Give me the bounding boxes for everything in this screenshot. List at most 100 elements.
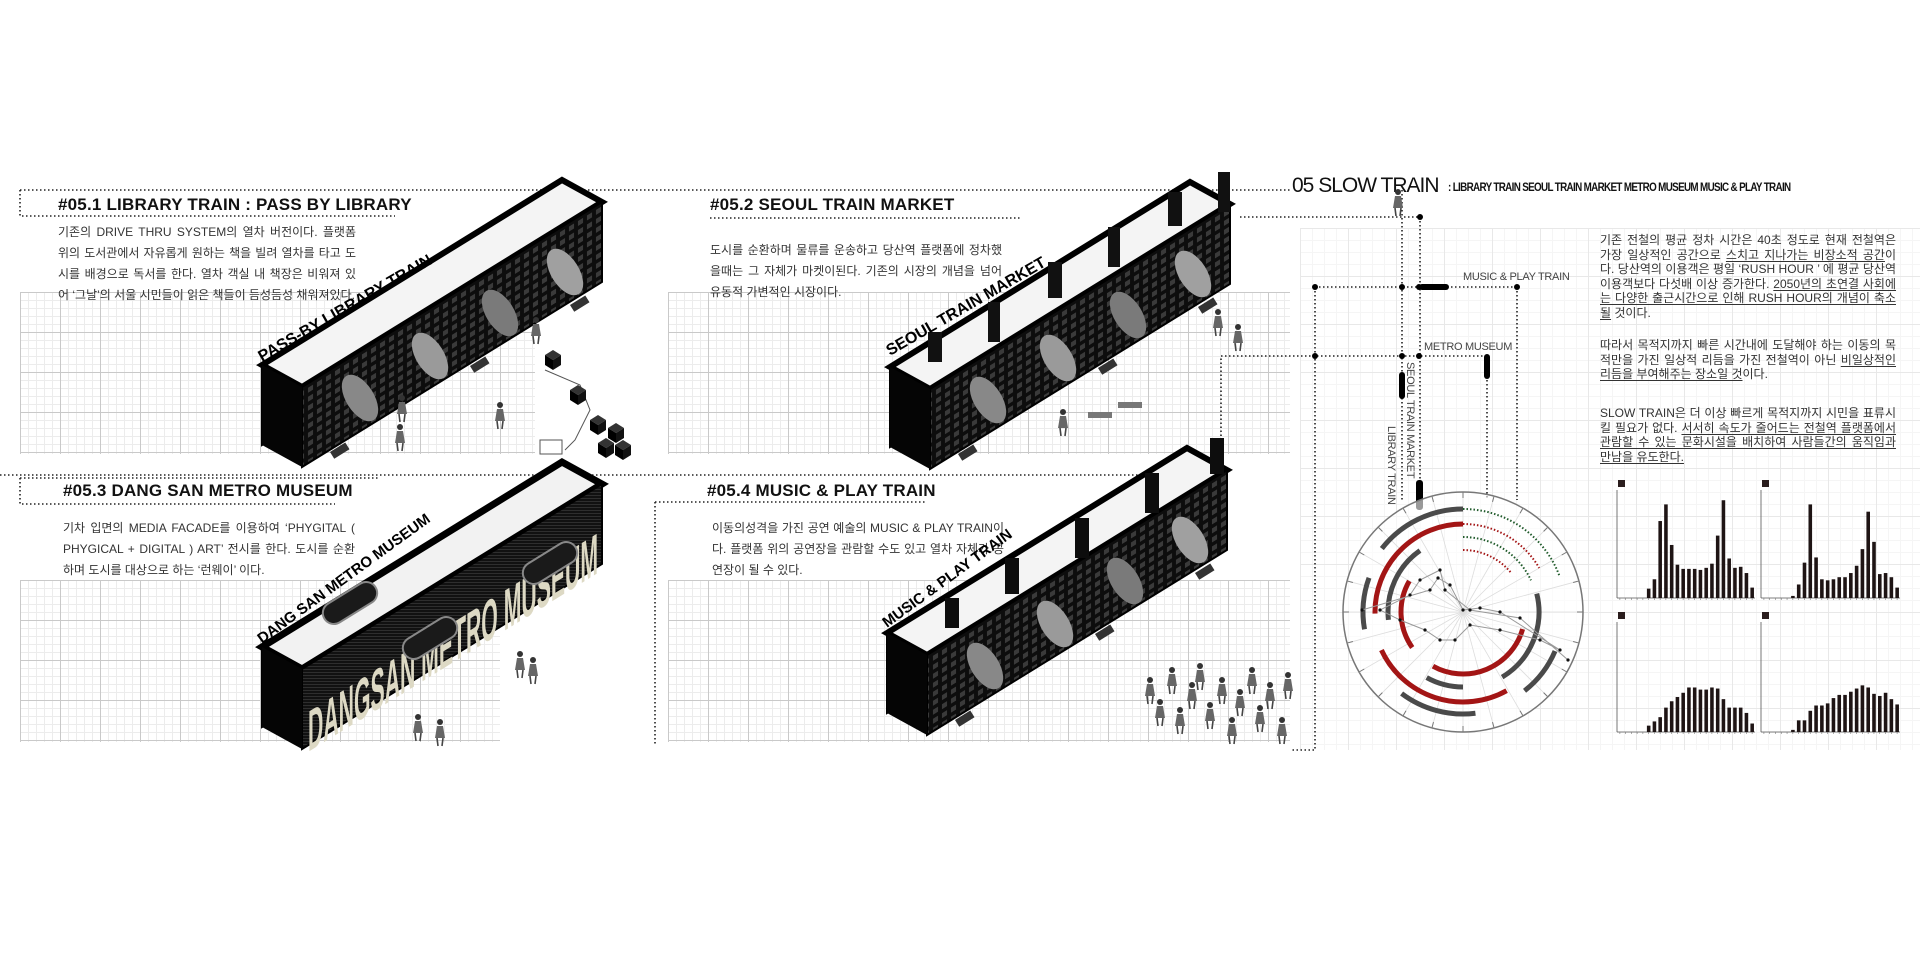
person-figure: [394, 423, 406, 452]
network-node: [1436, 576, 1440, 580]
schedule-arc: [1522, 650, 1558, 693]
bar-chart-4: [1760, 612, 1900, 734]
dotted-schedule-arc: [1462, 536, 1532, 581]
network-node: [1398, 618, 1402, 622]
network-node: [1448, 583, 1452, 587]
bar: [1646, 588, 1651, 598]
diagram-label-metro: METRO MUSEUM: [1424, 341, 1513, 353]
text-segment: SLOW TRAIN은 더 이상 빠르게 목적지까지 시민을 표류시킬 필요가 …: [1600, 406, 1896, 435]
diagram-tick: [1431, 721, 1434, 729]
bar: [1872, 693, 1876, 732]
bar: [1681, 692, 1685, 732]
person-figure: [412, 713, 424, 742]
diagram-tick: [1402, 710, 1407, 717]
diagram-tick: [1346, 641, 1354, 644]
diagram-tick: [1492, 721, 1495, 729]
diagram-spoke: [1462, 580, 1580, 613]
bar: [1831, 579, 1836, 598]
hourly-ridership-charts: [1616, 480, 1900, 734]
network-node: [1538, 638, 1542, 642]
person-figure: [1276, 716, 1288, 745]
diagram-tick: [1492, 495, 1495, 503]
diagram-spoke: [1377, 611, 1464, 698]
book-cube: [545, 350, 561, 370]
network-node: [1378, 608, 1382, 612]
bar: [1791, 595, 1795, 598]
diagram-label-library: LIBRARY TRAIN: [1385, 426, 1397, 505]
bar: [1750, 587, 1754, 598]
bar: [1877, 695, 1882, 732]
section-body-museum: 기차 입면의 MEDIA FACADE를 이용하여 ‘PHYGITAL ( PH…: [63, 521, 355, 577]
schedule-arc: [1360, 576, 1372, 630]
book-cube: [570, 385, 586, 405]
bar: [1837, 694, 1842, 732]
text-segment: 따라서 목적지까지 빠른 시간내에 도달해야 하는 이동의 목적만을 가진 일상…: [1600, 338, 1896, 367]
bar: [1895, 704, 1899, 732]
person-figure: [1174, 706, 1186, 735]
bar: [1849, 691, 1853, 732]
bar: [1820, 705, 1824, 732]
page-subtitle: : LIBRARY TRAIN SEOUL TRAIN MARKET METRO…: [1448, 180, 1791, 194]
bar: [1872, 541, 1876, 598]
bar: [1727, 558, 1731, 598]
bar: [1866, 687, 1870, 732]
person-figure: [1057, 408, 1069, 437]
underlined-segment: 스치고 지나가는 비장소적 공간: [1725, 247, 1885, 262]
bar: [1814, 557, 1818, 598]
bar: [1687, 687, 1691, 732]
schedule-arc: [1398, 579, 1415, 649]
bar: [1889, 577, 1894, 598]
person-figure: [1282, 671, 1294, 700]
dotted-schedule-arc: [1462, 523, 1541, 569]
network-node: [1461, 608, 1465, 612]
description-paragraph-1: 기존 전철의 평균 정차 시간은 40초 정도로 현재 전철역은 가장 일상적인…: [1600, 233, 1896, 321]
bar: [1883, 573, 1888, 598]
underlined-segment: 비일상적인 리듬을 부여해주는 장소일 것: [1600, 352, 1896, 382]
diagram-tick: [1346, 580, 1354, 583]
bar: [1825, 580, 1830, 598]
network-node: [1438, 568, 1442, 572]
bar: [1854, 688, 1859, 732]
person-figure: [527, 656, 539, 685]
bar: [1820, 579, 1824, 598]
person-figure: [494, 401, 506, 430]
bar: [1791, 729, 1795, 732]
text-segment: 기존 전철의 평균 정차 시간은 40초 정도로 현재 전철역은 가장 일상적인…: [1600, 233, 1896, 262]
diagram-tick: [1543, 526, 1549, 532]
network-node: [1360, 608, 1364, 612]
bar-chart-1: [1616, 480, 1755, 600]
person-figure: [1234, 688, 1246, 717]
network-node: [1438, 638, 1442, 642]
bar: [1692, 568, 1697, 598]
book-cube: [598, 438, 614, 458]
diagram-label-seoul: SEOUL TRAIN MARKET: [1404, 362, 1416, 479]
person-figure: [1392, 188, 1404, 217]
bar: [1843, 577, 1847, 598]
network-node: [1443, 588, 1447, 592]
chart-legend-swatch: [1762, 480, 1769, 487]
person-figure: [1212, 308, 1224, 337]
diagram-tick: [1358, 668, 1365, 673]
person-figure: [1186, 681, 1198, 710]
person-figure: [1204, 701, 1216, 730]
description-paragraph-3: SLOW TRAIN은 더 이상 빠르게 목적지까지 시민을 표류시킬 필요가 …: [1600, 406, 1896, 464]
person-figure: [514, 650, 526, 679]
bar: [1860, 549, 1865, 598]
schedule-arc: [1372, 521, 1464, 614]
diagram-tick: [1519, 507, 1524, 514]
section-body-music: 이동의성격을 가진 공연 예술의 MUSIC & PLAY TRAIN이다. 플…: [712, 521, 1004, 577]
bar: [1669, 701, 1674, 732]
bar: [1877, 574, 1882, 598]
diagram-tick: [1561, 551, 1568, 556]
diagram-tick: [1543, 692, 1549, 698]
bar: [1727, 707, 1731, 732]
network-node: [1428, 588, 1432, 592]
schedule-arc: [1379, 506, 1464, 551]
bar: [1704, 689, 1708, 732]
underlined-segment: 2050년의 초연결 사회에는 다양한 출근시간으로 인해 RUSH HOUR의…: [1600, 276, 1897, 320]
diagram-tick: [1377, 692, 1383, 698]
bar: [1715, 688, 1720, 732]
diagram-label-music: MUSIC & PLAY TRAIN: [1463, 271, 1570, 283]
bar: [1744, 573, 1749, 598]
person-figure: [1264, 681, 1276, 710]
